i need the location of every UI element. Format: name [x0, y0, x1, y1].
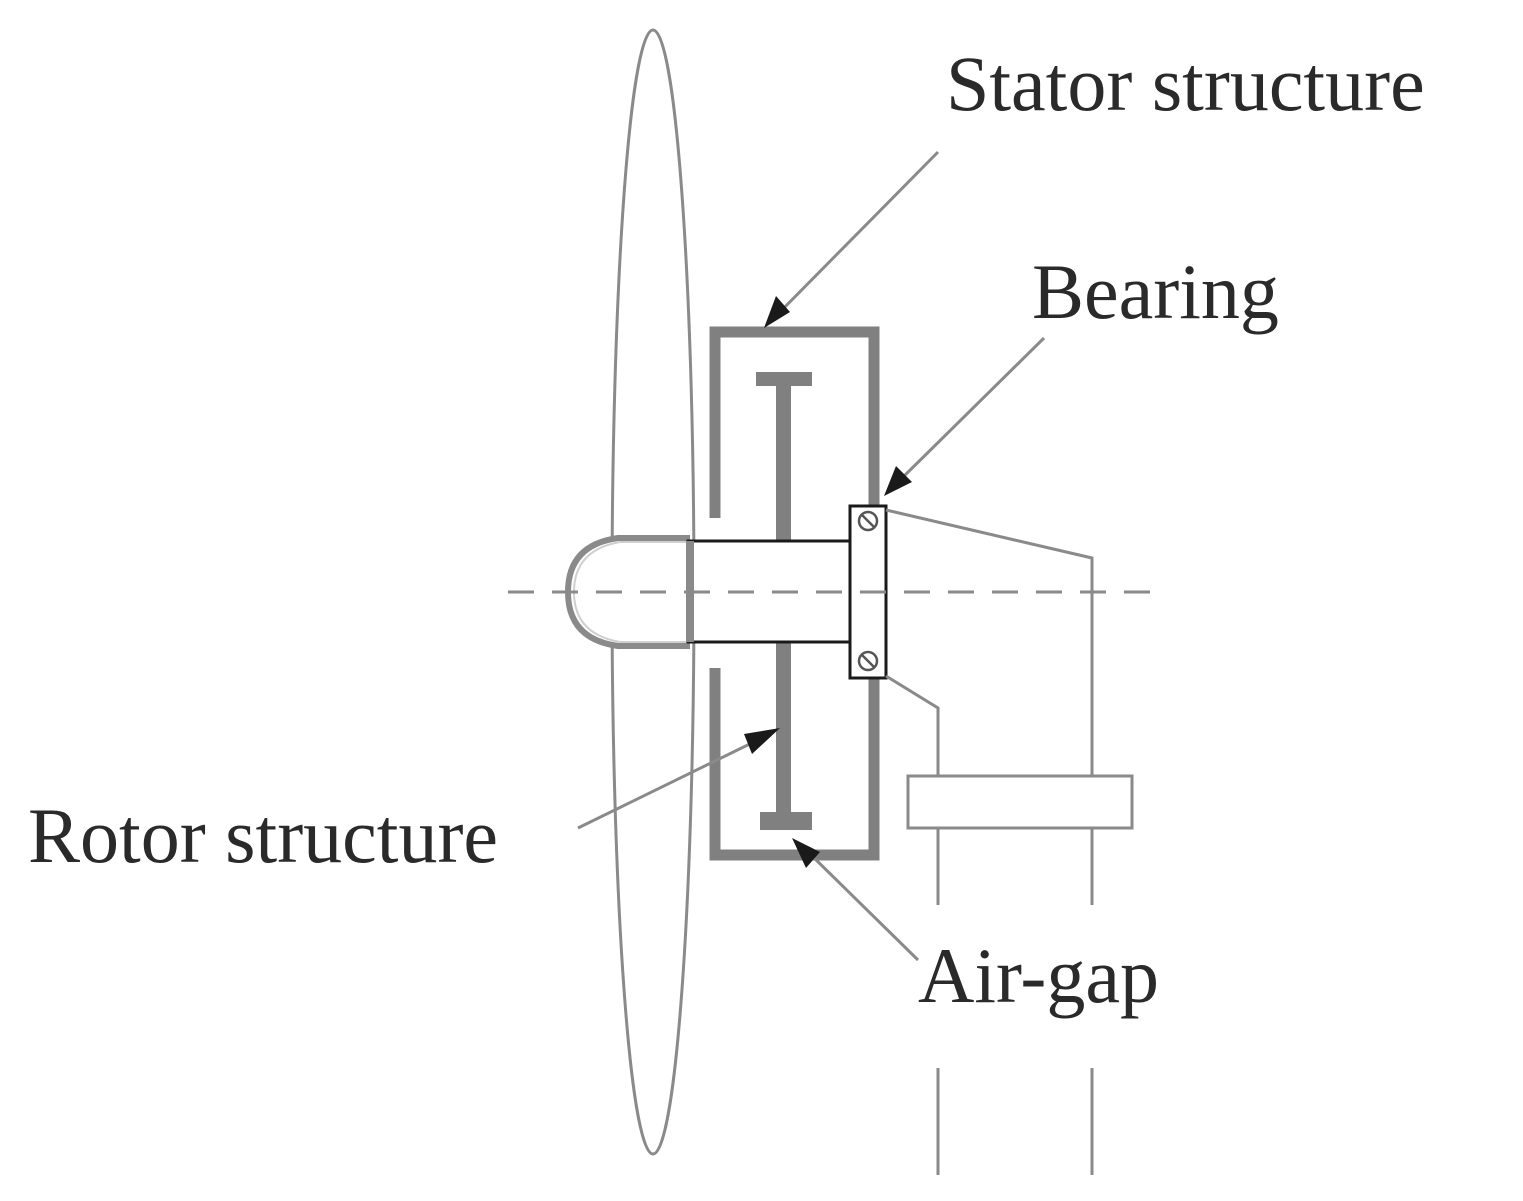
nacelle-support: [885, 508, 1134, 1175]
airgap-leader-arrow: [806, 850, 920, 962]
air-gap-label: Air-gap: [918, 932, 1159, 1019]
bearing-label: Bearing: [1032, 248, 1279, 335]
bearing-balls: [857, 510, 879, 672]
stator-arrowhead: [764, 296, 790, 328]
rotor-leader-arrow: [577, 736, 763, 830]
stator-structure-label: Stator structure: [946, 40, 1425, 127]
airgap-arrowhead: [792, 838, 820, 868]
rotor-arrowhead: [744, 728, 780, 754]
hub-nose-cone: [564, 535, 690, 649]
bearing-leader-arrow: [894, 336, 1046, 486]
rotor-structure-label: Rotor structure: [28, 792, 498, 879]
bearing-arrowhead: [884, 466, 912, 496]
stator-leader-arrow: [770, 150, 940, 322]
